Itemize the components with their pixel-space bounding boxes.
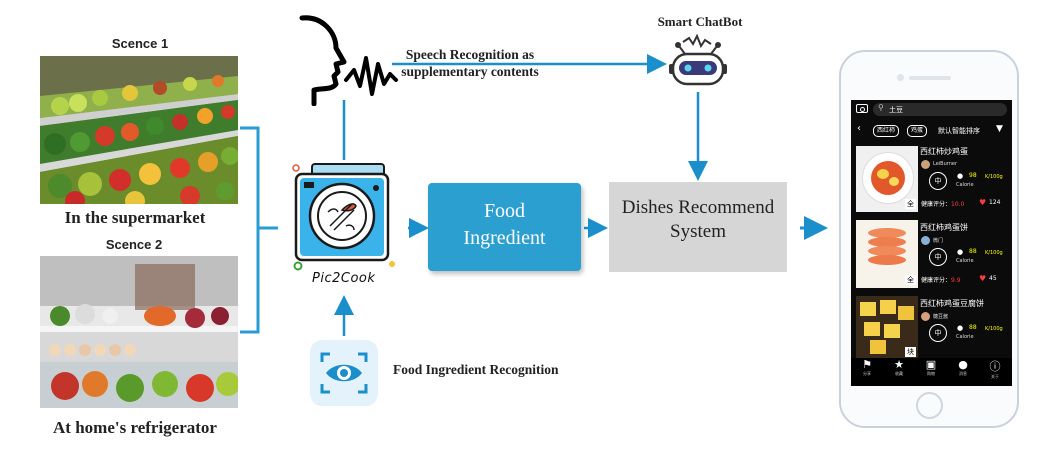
nav-share-label: 分享 (863, 371, 871, 376)
health-score: 健康评分：9.9 (921, 275, 961, 284)
dish-tag: 全 (905, 199, 916, 209)
dish-user: LeiBurner (933, 161, 958, 167)
food-ingredient-box: Food Ingredient (428, 183, 581, 271)
speaking-head-icon (299, 15, 398, 106)
dish-name: 西红柿炒鸡蛋 (920, 147, 968, 156)
dish-card[interactable]: 块 西红柿鸡蛋豆腐饼 糖豆酱 中 ● 88 K/100g Calorie (851, 296, 1012, 358)
phone-screen: ⚲ 土豆 ‹ 西红柿 鸡蛋 默认智能排序 ▼ 全 西红柿炒鸡蛋 LeiBurne… (851, 100, 1012, 386)
user-icon: ● (958, 358, 968, 371)
star-icon: ★ (894, 358, 904, 371)
scene1-title: Scence 1 (111, 36, 169, 51)
heart-icon[interactable]: ♥ (979, 274, 987, 283)
search-text: 土豆 (889, 106, 903, 114)
calorie-label: Calorie (956, 334, 974, 340)
calorie-label: Calorie (956, 182, 974, 188)
like-count: 124 (989, 199, 1001, 206)
nav-favorite-label: 收藏 (895, 371, 903, 376)
dish-card[interactable]: 全 西红柿鸡蛋饼 微门 中 ● 88 K/100g Calorie 健康评分：9… (851, 220, 1012, 292)
calorie-unit: K/100g (985, 326, 1003, 332)
calorie-unit: K/100g (985, 174, 1003, 180)
health-score-label: 健康评分： (921, 201, 952, 208)
chef-icon: ● (957, 172, 964, 180)
dish-box-line1: Dishes Recommend (621, 197, 775, 218)
app-logo-text: Pic2Cook (312, 271, 376, 286)
dish-tag: 全 (905, 275, 916, 285)
nav-shopping-label: 购物 (927, 371, 935, 376)
speech-label-line2: supplementary contents (401, 64, 539, 79)
chef-icon: ● (957, 248, 964, 256)
filter-tag-2[interactable]: 鸡蛋 (907, 125, 928, 137)
filter-tag-1[interactable]: 西红柿 (873, 125, 900, 137)
phone-home-button[interactable] (916, 392, 943, 419)
chatbot-label: Smart ChatBot (657, 14, 743, 29)
difficulty-badge: 中 (929, 172, 947, 190)
chef-icon: ● (957, 324, 964, 332)
info-icon: ⓘ (989, 360, 1001, 373)
speech-label: Speech Recognition as supplementary cont… (397, 46, 543, 80)
dish-calorie: 98 (969, 172, 977, 179)
nav-shopping[interactable]: ▣购物 (915, 358, 947, 377)
share-icon: ⚑ (862, 358, 872, 371)
dish-calorie: 88 (969, 248, 977, 255)
health-score: 健康评分：10.0 (921, 199, 964, 208)
dish-box-line2: System (670, 221, 726, 242)
dish-name: 西红柿鸡蛋饼 (920, 223, 968, 232)
basket-icon: ▣ (925, 358, 937, 371)
dish-photo (856, 146, 918, 212)
scenes-bracket (240, 126, 260, 334)
scene2-title: Scence 2 (105, 237, 163, 252)
filter-icon[interactable]: ▼ (996, 124, 1003, 134)
calorie-unit: K/100g (985, 250, 1003, 256)
dish-tag: 块 (905, 347, 916, 357)
recognition-label: Food Ingredient Recognition (393, 362, 559, 377)
scene2-caption: At home's refrigerator (53, 418, 217, 437)
like-count: 45 (989, 275, 997, 282)
calorie-label: Calorie (956, 258, 974, 264)
dishes-recommend-box: Dishes Recommend System (609, 182, 787, 272)
heart-icon[interactable]: ♥ (979, 198, 987, 207)
dish-user: 微门 (933, 238, 944, 244)
camera-icon[interactable] (856, 104, 868, 113)
avatar (921, 236, 930, 245)
phone-camera (897, 74, 904, 81)
avatar (921, 312, 930, 321)
sort-dropdown[interactable]: 默认智能排序 (938, 127, 980, 135)
supermarket-photo (40, 56, 238, 204)
health-score-label: 健康评分： (921, 277, 952, 284)
refrigerator-photo (40, 256, 238, 408)
dish-calorie: 88 (969, 324, 977, 331)
speech-label-line1: Speech Recognition as (405, 47, 535, 62)
nav-favorite[interactable]: ★收藏 (883, 358, 915, 377)
health-score-value: 10.0 (951, 201, 965, 208)
nav-about-label: 关于 (991, 374, 999, 379)
nav-share[interactable]: ⚑分享 (851, 358, 883, 377)
search-input[interactable]: ⚲ 土豆 (873, 103, 1007, 116)
food-box-line2: Ingredient (463, 227, 546, 249)
difficulty-badge: 中 (929, 324, 947, 342)
dish-name: 西红柿鸡蛋豆腐饼 (920, 299, 984, 308)
dish-user: 糖豆酱 (933, 314, 949, 320)
pic2cook-app-icon (292, 163, 395, 271)
food-box-line1: Food (483, 200, 526, 222)
avatar (921, 160, 930, 169)
difficulty-badge: 中 (929, 248, 947, 266)
scene1-caption: In the supermarket (64, 208, 206, 227)
robot-icon (669, 34, 727, 86)
health-score-value: 9.9 (951, 277, 961, 284)
dish-card[interactable]: 全 西红柿炒鸡蛋 LeiBurner 中 ● 98 K/100g Calorie… (851, 144, 1012, 216)
nav-messages[interactable]: ●消息 (947, 358, 979, 377)
phone-speaker (909, 76, 951, 80)
eye-scan-icon (310, 340, 378, 406)
search-icon: ⚲ (878, 103, 884, 112)
nav-messages-label: 消息 (959, 371, 967, 376)
back-icon[interactable]: ‹ (857, 123, 861, 134)
